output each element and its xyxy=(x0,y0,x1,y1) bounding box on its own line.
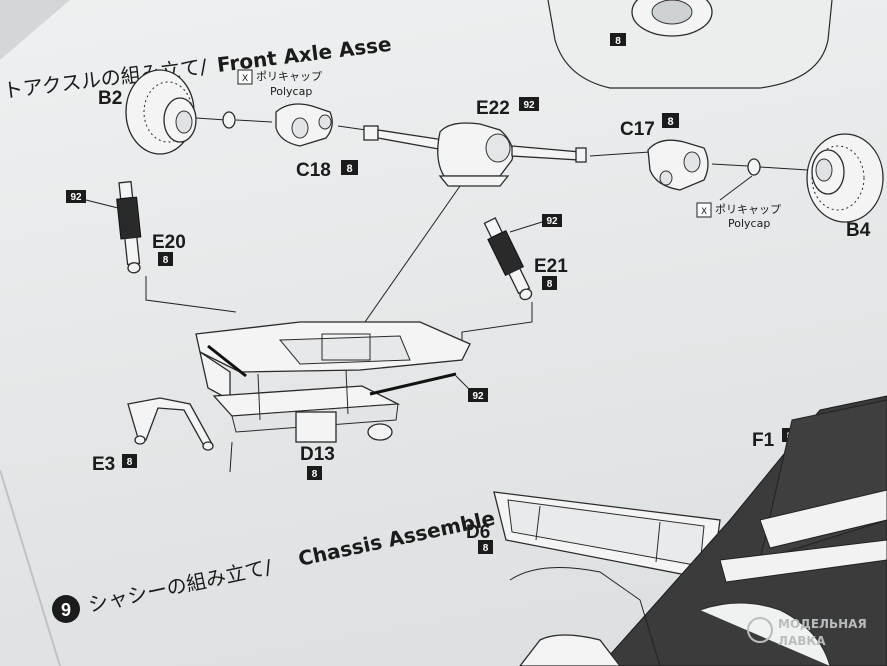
e20-badge-text: 8 xyxy=(163,255,169,266)
part-label-e22: E22 xyxy=(476,98,510,119)
part-label-e3: E3 xyxy=(92,454,115,475)
polycap-label-ja-right: ポリキャップ xyxy=(715,203,781,216)
watermark-line2: ЛАВКА xyxy=(778,634,826,648)
guide-line xyxy=(759,166,809,171)
d6-badge-text: 8 xyxy=(483,543,489,554)
guide-line xyxy=(85,199,119,209)
guide-line xyxy=(235,119,273,123)
bracket-e3 xyxy=(127,397,214,451)
wheel-arch xyxy=(699,602,831,666)
polycap-label-en-right: Polycap xyxy=(728,217,770,230)
body-outline xyxy=(509,567,661,666)
part-label-c18: C18 xyxy=(296,160,331,181)
floor-panel-f1 xyxy=(599,395,887,666)
brake-disc-b2 xyxy=(125,69,197,155)
page-fold xyxy=(0,469,61,666)
damper-e21 xyxy=(483,217,533,301)
detail-inset-panel xyxy=(547,0,833,89)
e20-top-badge xyxy=(66,190,86,203)
brake-disc-b4 xyxy=(806,133,884,223)
part-label-b4: B4 xyxy=(846,220,871,241)
polycap-left xyxy=(222,111,236,129)
polycap-label-ja: ポリキャップ xyxy=(256,70,322,83)
guide-line xyxy=(711,163,749,167)
step-number-badge xyxy=(52,595,80,623)
part-label-b2: B2 xyxy=(98,88,122,109)
guide-line xyxy=(509,221,543,233)
e3-badge-text: 8 xyxy=(127,457,133,468)
part-label-d13: D13 xyxy=(300,444,335,465)
e22-badge-text: 92 xyxy=(523,100,535,111)
inset-hub xyxy=(651,0,693,25)
page-corner xyxy=(0,0,70,60)
damper-e20 xyxy=(116,180,142,274)
e20-badge xyxy=(158,252,173,266)
inset-badge-text: 8 xyxy=(615,36,621,47)
e21-top-badge xyxy=(542,214,562,227)
guide-line xyxy=(195,117,227,121)
polycap-right xyxy=(747,158,761,176)
guide-line xyxy=(589,151,651,157)
e21-badge xyxy=(542,276,557,290)
chassis-frame xyxy=(195,321,471,443)
c18-badge xyxy=(341,160,358,175)
part-label-e21: E21 xyxy=(534,256,568,277)
d13-badge xyxy=(307,466,322,480)
watermark-line1: МОДЕЛЬНАЯ xyxy=(778,617,867,631)
polycap-label-en: Polycap xyxy=(270,85,312,98)
guide-line xyxy=(145,276,237,313)
e21-top-badge-text: 92 xyxy=(546,216,558,227)
knuckle-c17 xyxy=(647,139,709,191)
part-label-c17: C17 xyxy=(620,119,655,140)
e22-badge xyxy=(519,97,539,111)
polycap-icon-glyph: X xyxy=(242,74,248,84)
panel-d6 xyxy=(493,491,721,581)
c18-badge-text: 8 xyxy=(346,163,352,175)
watermark: МОДЕЛЬНАЯ ЛАВКА xyxy=(747,617,867,648)
e21-badge-text: 8 xyxy=(547,279,553,290)
d13-badge-text: 8 xyxy=(312,469,318,480)
polycap-icon-glyph: X xyxy=(701,207,707,217)
e3-badge xyxy=(122,454,137,468)
step-number: 9 xyxy=(61,600,71,620)
rod-badge-text: 92 xyxy=(472,391,484,402)
lower-part xyxy=(519,634,621,666)
polycap-leader xyxy=(719,175,753,201)
spring-rod-left xyxy=(207,344,247,378)
polycap-icon xyxy=(237,69,253,85)
inset-badge xyxy=(610,33,626,46)
chassis-title-ja: シャシーの組み立て/ xyxy=(86,555,274,617)
c17-badge xyxy=(662,113,679,128)
e20-top-badge-text: 92 xyxy=(70,192,82,203)
rod-badge xyxy=(468,388,488,402)
polycap-icon xyxy=(696,202,712,218)
part-label-f1: F1 xyxy=(752,430,775,451)
axle-shaft-e22 xyxy=(363,122,587,187)
d6-badge xyxy=(478,540,493,554)
c17-badge-text: 8 xyxy=(667,116,673,128)
spring-rod-right xyxy=(369,372,457,396)
guide-line xyxy=(337,125,367,131)
part-label-d6: D6 xyxy=(466,522,490,543)
part-label-e20: E20 xyxy=(152,232,186,253)
guide-line xyxy=(461,302,533,348)
guide-line xyxy=(455,375,471,391)
guide-line xyxy=(229,441,233,473)
knuckle-c18 xyxy=(275,103,333,147)
